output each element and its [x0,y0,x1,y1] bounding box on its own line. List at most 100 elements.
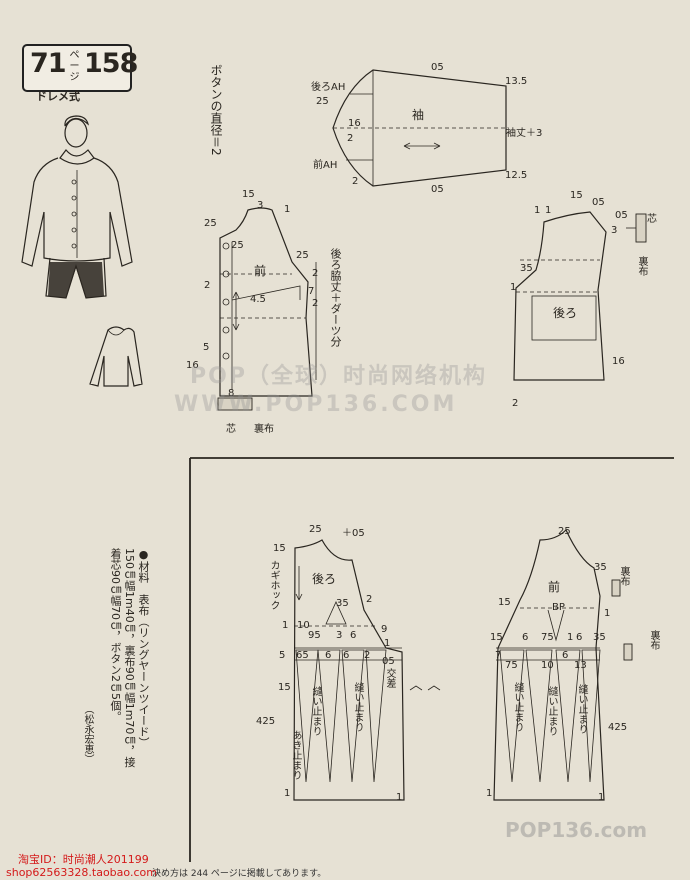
back-bodice-pattern [513,211,647,381]
sleeve-dim-125: 12.5 [505,170,528,181]
dress-back-stitch-stop-2: 縫い止まり [352,682,363,732]
page-number-secondary: 158 [84,48,138,79]
front-bodice-pattern [217,207,313,411]
dress-front-dim-35-b: 35 [593,632,606,643]
front-dim-2-left: 2 [204,280,211,291]
back-dim-1-a: 1 [534,205,541,216]
front-dim-16: 16 [186,360,199,371]
sleeve-dim-16: 16 [348,118,361,129]
watermark-url: WWW.POP136.COM [174,392,458,417]
page-unit-label: ページ [69,50,80,83]
dress-front-lining-2: 裏布 [648,630,659,650]
front-dim-2-right: 2 [312,268,319,279]
dress-front-dim-75-b: 75 [505,660,518,671]
dress-back-dim-9: 9 [381,624,388,635]
back-bodice-title: 後ろ [553,306,578,320]
dress-back-dim-1-c: 1 [284,788,291,799]
dress-back-dim-05-b: 05 [382,656,395,667]
sleeve-dim-25: 25 [316,96,329,107]
dress-front-dim-35-a: 35 [594,562,607,573]
page-number-primary: 71 [30,48,67,79]
sleeve-dim-05-bottom: 05 [431,184,444,195]
back-armhole-label: 後ろAH [311,82,346,93]
front-dim-3: 3 [257,200,264,211]
dress-back-dim-10: 10 [297,620,310,631]
sleeve-length-label: 袖丈＋3 [506,128,543,139]
dress-front-dim-6-c: 6 [562,650,569,661]
back-dim-1-c: 1 [510,282,517,293]
dress-back-dim-5: 5 [279,650,286,661]
front-armhole-label: 前AH [313,160,338,171]
dress-back-hook-note: カギホック [268,560,279,610]
back-side-length-note: 後ろ脇丈＋ダーツ分 [329,248,342,347]
dress-front-title: 前 [548,580,561,594]
dress-back-stitch-stop-1: 縫い止まり [310,686,321,736]
button-diameter-note: ボタンの直径＝2 [209,64,223,156]
dress-front-dim-15-a: 15 [498,597,511,608]
dress-front-stitch-stop-2: 縫い止まり [546,686,557,736]
dress-back-dim-15-top: 15 [273,543,286,554]
dress-front-dim-1-a: 1 [604,608,611,619]
dress-front-dim-6-a: 6 [522,632,529,643]
dress-back-dim-2: 2 [366,594,373,605]
front-lining-label: 裏布 [254,424,274,435]
dress-back-pattern [293,539,441,801]
model-illustration [21,115,133,299]
dress-back-dim-1-d: 1 [396,792,403,803]
materials-text: ●材料 表布（リングヤーンツイード）150㎝幅1m40㎝，裏布90㎝幅1m70㎝… [109,548,150,768]
dress-back-dim-6-b: 6 [325,650,332,661]
dress-front-lining-1: 裏布 [618,566,629,586]
dress-back-title: 後ろ [312,572,337,586]
sleeve-dim-2-upper: 2 [347,133,354,144]
back-dim-35: 35 [520,263,533,274]
dress-back-dim-65: 65 [296,650,309,661]
back-dim-3: 3 [611,225,618,236]
dress-front-dim-7: 7 [495,650,502,661]
dress-front-dim-25: 25 [558,526,571,537]
dress-back-dim-6-c: 6 [343,650,350,661]
materials-credit: （松永宏恵） [82,704,93,764]
front-dim-45: 4.5 [250,294,266,305]
dress-back-cross-note: 交差 [384,668,395,688]
footer-note: 決め方は 244 ページに掲載してあります。 [152,869,327,879]
front-dim-2-lower: 2 [312,298,319,309]
sleeve-dim-05-top: 05 [431,62,444,73]
dress-back-opening-stop: あき止まり [290,730,301,780]
dress-front-stitch-stop-1: 縫い止まり [512,682,523,732]
sleeve-title: 袖 [412,108,425,122]
dress-back-dim-35: 35 [336,598,349,609]
dress-back-dim-05: ＋05 [342,528,365,539]
dress-front-stitch-stop-3: 縫い止まり [576,684,587,734]
front-interfacing-label: 芯 [226,424,236,435]
jacket-flat-sketch [89,326,143,387]
dress-front-bp-label: BP [552,602,565,613]
back-interfacing-label: 芯 [647,214,657,225]
watermark-logo: POP136.com [505,818,648,842]
back-dim-16: 16 [612,356,625,367]
dress-front-dim-425: 425 [608,722,628,733]
front-dim-8: 8 [228,388,235,399]
dress-front-dim-6-b: 6 [576,632,583,643]
front-bodice-title: 前 [254,264,267,278]
page-number-badge: 71 ページ 158 [22,44,138,92]
sleeve-pattern [332,69,507,187]
shop-url: shop62563328.taobao.com [6,866,157,879]
front-dim-25-left: 25 [204,218,217,229]
dress-back-dim-25: 25 [309,524,322,535]
front-dim-15: 15 [242,189,255,200]
back-dim-1-b: 1 [545,205,552,216]
dress-back-dim-3: 3 [336,630,343,641]
back-dim-15: 15 [570,190,583,201]
dress-front-dim-1-c: 1 [486,788,493,799]
front-dim-25-mid: 25 [231,240,244,251]
watermark-chinese: POP（全球）时尚网络机构 [190,364,487,389]
back-lining-label: 裏布 [636,256,647,276]
section-frame [189,457,674,862]
sleeve-dim-135: 13.5 [505,76,528,87]
dress-front-dim-1-b: 1 [567,632,574,643]
dress-front-dim-15-b: 15 [490,632,503,643]
front-dim-7: 7 [308,286,315,297]
dress-back-dim-1-b: 1 [384,638,391,649]
dress-back-dim-425: 425 [256,716,276,727]
